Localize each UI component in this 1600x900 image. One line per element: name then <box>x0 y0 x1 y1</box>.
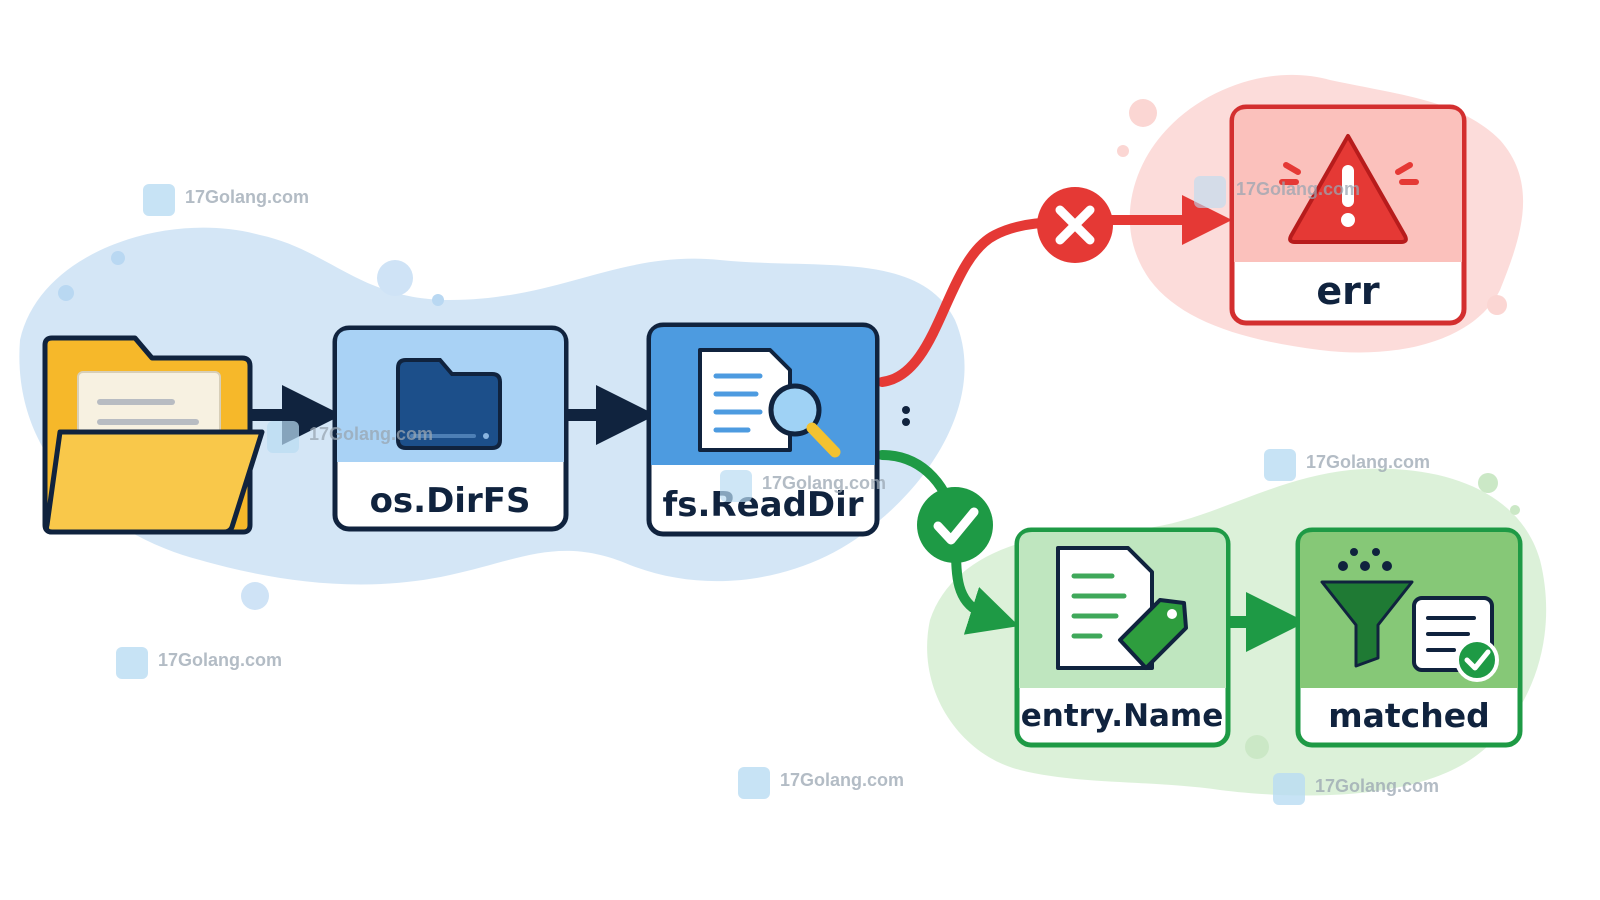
x-icon <box>1055 205 1095 245</box>
blue-dot <box>377 260 413 296</box>
node-dirfs[interactable]: os.DirFS <box>332 325 569 532</box>
watermark: 17Golang.com <box>720 470 886 502</box>
node-entry-name-label: entry.Name <box>1021 698 1224 734</box>
watermark-text: 17Golang.com <box>158 650 282 670</box>
watermark-logo-icon <box>1194 176 1226 208</box>
green-dot <box>1510 505 1520 515</box>
watermark-logo-icon <box>116 647 148 679</box>
node-err[interactable]: err <box>1229 104 1467 326</box>
arrow-to-entry-name <box>963 587 1020 635</box>
blue-dot <box>241 582 269 610</box>
watermark-logo-icon <box>1264 449 1296 481</box>
document-search-icon <box>698 348 841 458</box>
node-readdir-label: fs.ReadDir <box>662 485 863 525</box>
node-matched[interactable]: matched <box>1295 527 1523 748</box>
node-dirfs-label: os.DirFS <box>370 481 531 521</box>
watermark-logo-icon <box>267 421 299 453</box>
watermark-text: 17Golang.com <box>1315 776 1439 796</box>
node-readdir[interactable]: fs.ReadDir <box>646 322 880 537</box>
red-dot <box>1117 145 1129 157</box>
watermark-logo-icon <box>143 184 175 216</box>
red-dot <box>1487 295 1507 315</box>
divider-dot <box>902 406 910 414</box>
watermark-logo-icon <box>738 767 770 799</box>
watermark: 17Golang.com <box>1194 176 1360 208</box>
drive-folder-icon <box>396 358 502 450</box>
watermark: 17Golang.com <box>267 421 433 453</box>
node-entry-name[interactable]: entry.Name <box>1014 527 1231 748</box>
divider-dot <box>902 418 910 426</box>
blue-dot <box>111 251 125 265</box>
watermark-text: 17Golang.com <box>1306 452 1430 472</box>
blue-dot <box>432 294 444 306</box>
green-dot <box>1478 473 1498 493</box>
watermark-text: 17Golang.com <box>1236 179 1360 199</box>
watermark-logo-icon <box>1273 773 1305 805</box>
watermark: 17Golang.com <box>1273 773 1439 805</box>
watermark: 17Golang.com <box>738 767 904 799</box>
check-icon <box>1464 649 1491 671</box>
watermark: 17Golang.com <box>143 184 309 216</box>
red-dot <box>1129 99 1157 127</box>
success-badge <box>917 487 993 563</box>
watermark-text: 17Golang.com <box>780 770 904 790</box>
watermarks: 17Golang.com 17Golang.com 17Golang.com 1… <box>116 176 1439 805</box>
error-badge <box>1037 187 1113 263</box>
watermark-logo-icon <box>720 470 752 502</box>
blue-dot <box>58 285 74 301</box>
folder-icon <box>42 335 265 535</box>
watermark-text: 17Golang.com <box>185 187 309 207</box>
warning-icon <box>1279 134 1419 244</box>
node-err-label: err <box>1316 269 1380 313</box>
watermark-text: 17Golang.com <box>762 473 886 493</box>
watermark: 17Golang.com <box>1264 449 1430 481</box>
watermark-text: 17Golang.com <box>309 424 433 444</box>
filter-icon <box>1320 548 1414 668</box>
document-tag-icon <box>1056 546 1188 670</box>
green-dot <box>1245 735 1269 759</box>
matched-document-icon <box>1412 596 1499 682</box>
watermark: 17Golang.com <box>116 647 282 679</box>
node-matched-label: matched <box>1328 696 1490 735</box>
check-icon <box>933 507 979 545</box>
